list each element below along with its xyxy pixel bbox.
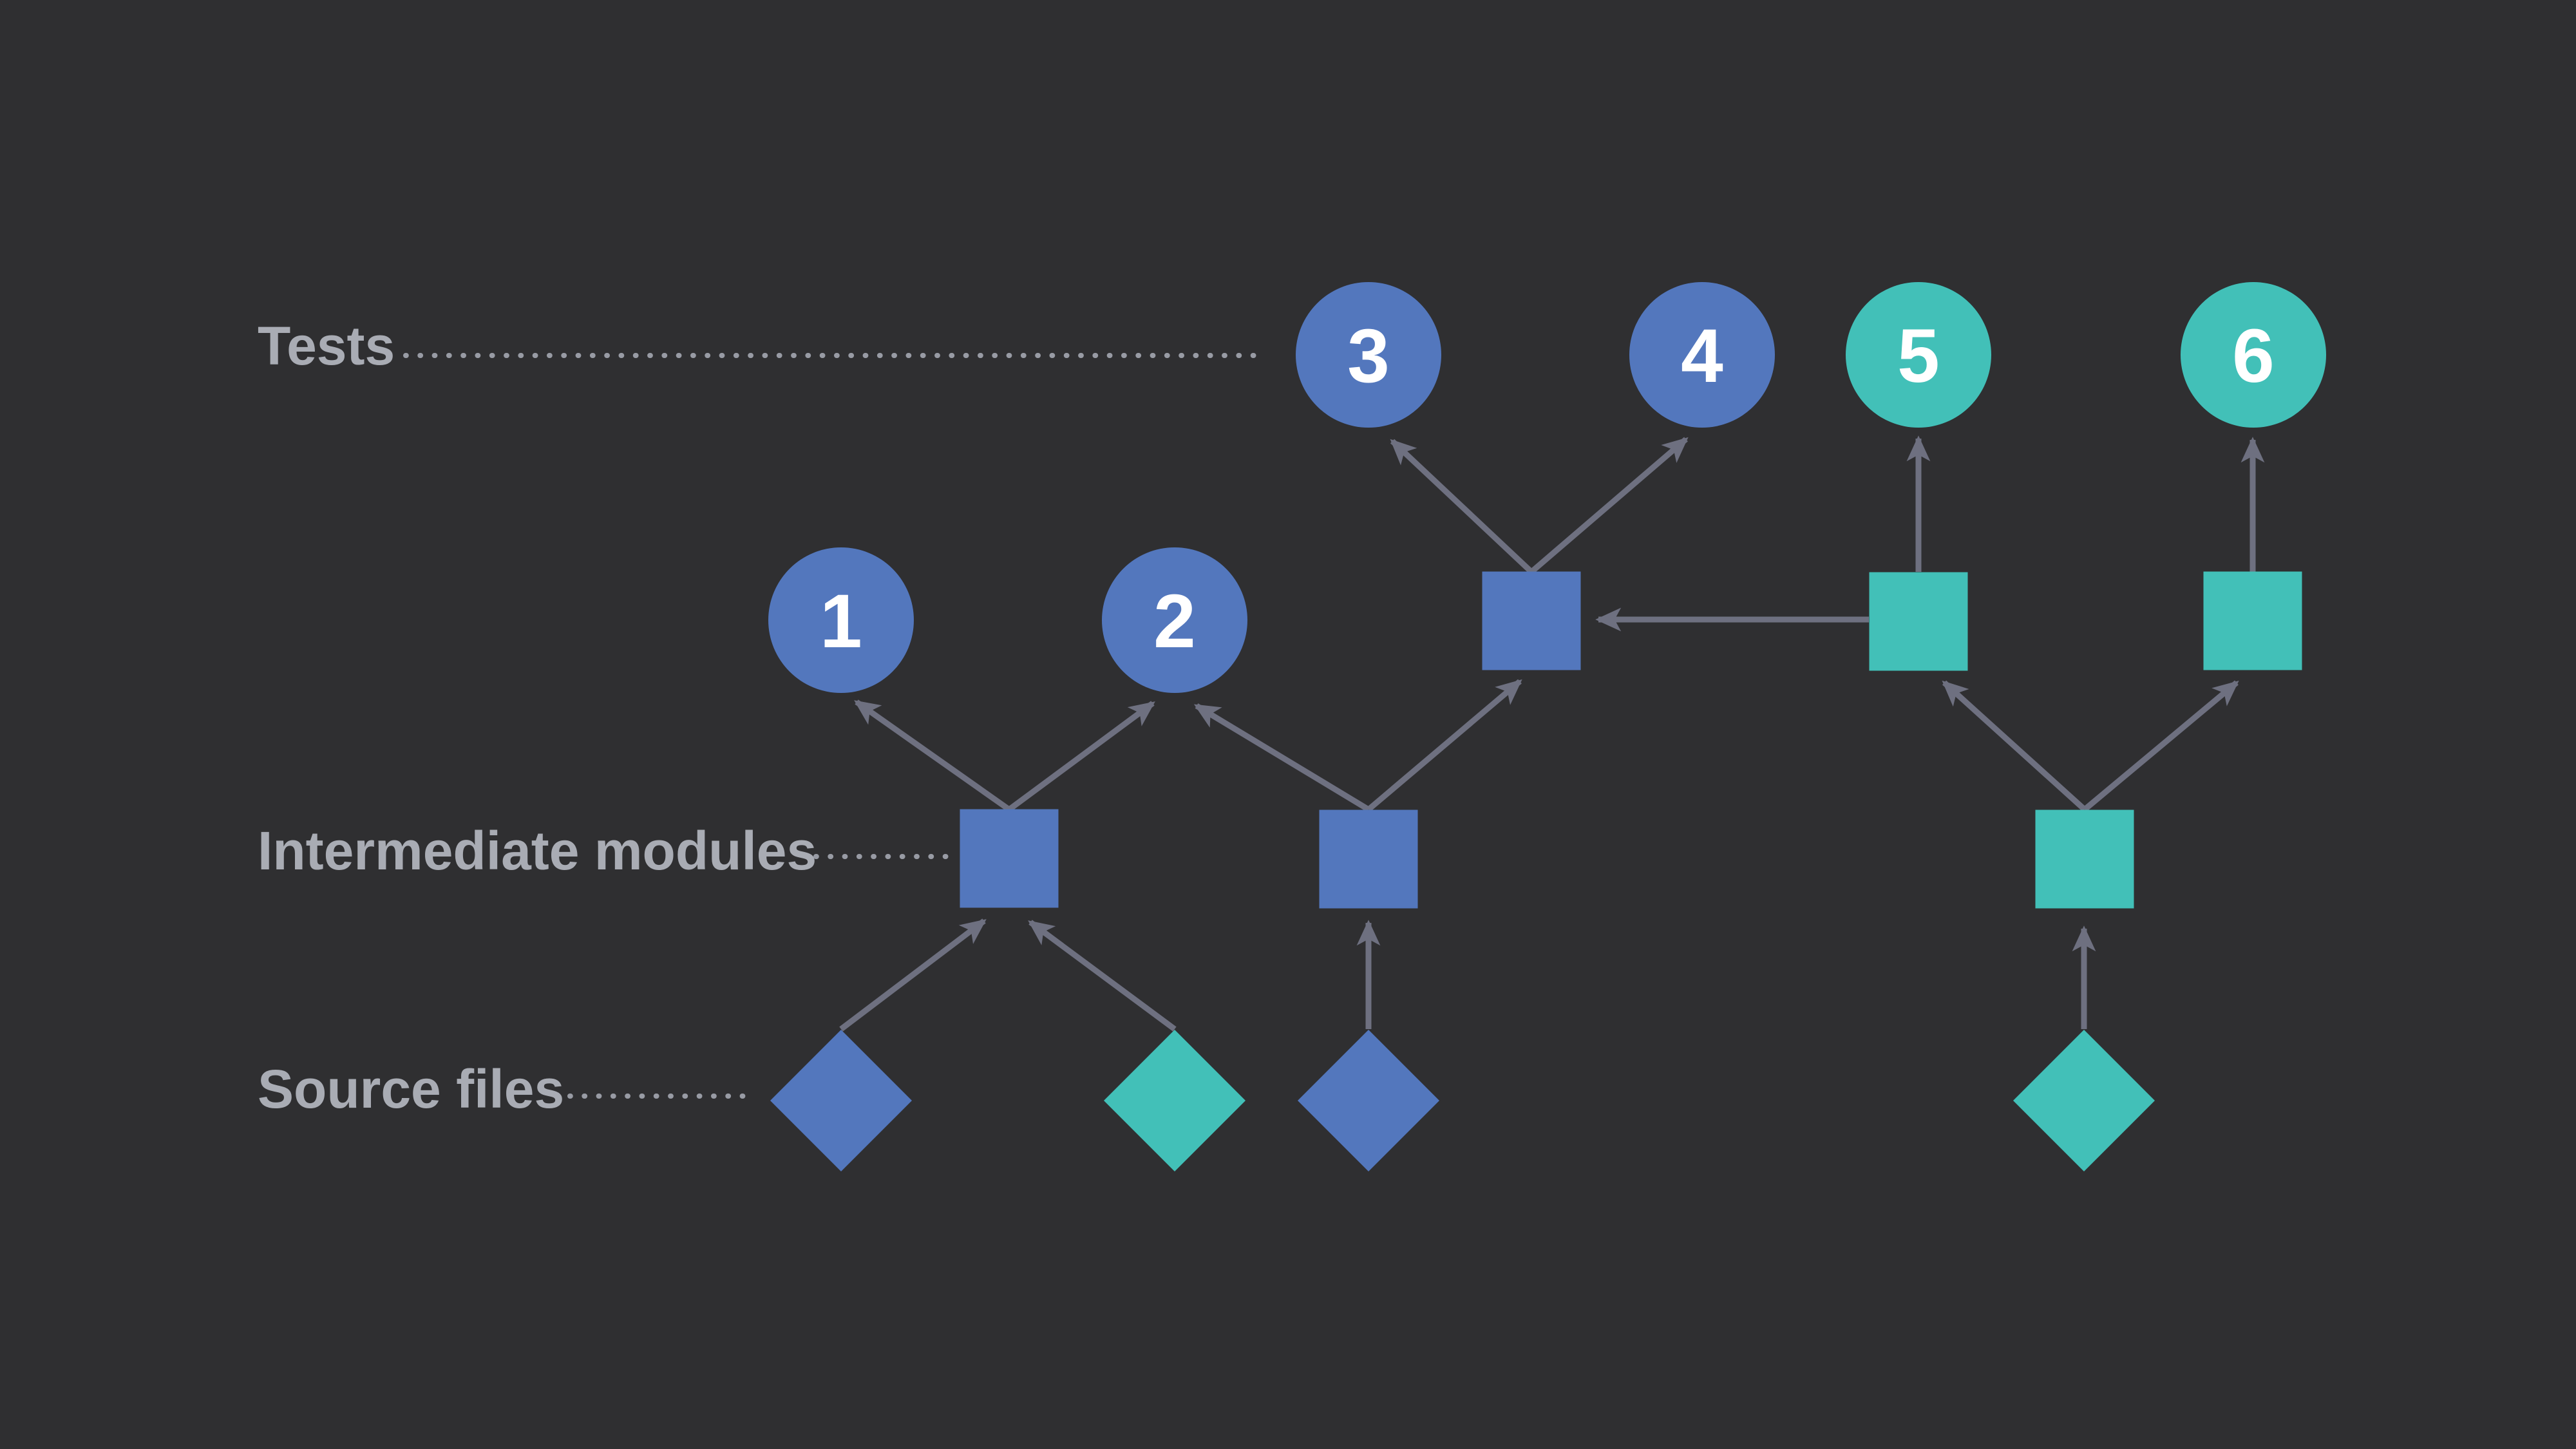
dependency-arrow-mid3-to-modtop3 xyxy=(2083,680,2239,812)
module-mid-1-node xyxy=(960,809,1059,908)
row-label-intermediate-modules: Intermediate modules xyxy=(258,820,817,881)
test-4-node: 4 xyxy=(1629,282,1775,428)
test-number: 4 xyxy=(1681,314,1723,399)
dependency-arrow-src1-to-mid1 xyxy=(839,918,987,1032)
test-circle xyxy=(2181,282,2326,428)
test-circle xyxy=(768,547,914,693)
module-top-2-node xyxy=(1869,572,1968,671)
module-mid-3-node xyxy=(2035,810,2134,909)
test-number: 1 xyxy=(820,579,862,664)
module-square xyxy=(1319,810,1418,909)
dependency-arrow-src2-to-mid1 xyxy=(1028,920,1177,1032)
test-circle xyxy=(1629,282,1775,428)
test-number: 5 xyxy=(1897,314,1940,399)
module-square xyxy=(2203,571,2302,670)
test-6-node: 6 xyxy=(2181,282,2326,428)
test-3-node: 3 xyxy=(1296,282,1441,428)
test-number: 3 xyxy=(1347,314,1390,399)
test-number: 6 xyxy=(2232,314,2275,399)
module-top-3-node xyxy=(2203,571,2302,670)
test-number: 2 xyxy=(1153,579,1196,664)
source-3-node xyxy=(1298,1030,1439,1171)
module-square xyxy=(1869,572,1968,671)
row-label-tests: Tests xyxy=(258,316,395,376)
source-diamond xyxy=(770,1030,912,1171)
dependency-arrow-mid1-to-test2 xyxy=(1007,701,1155,812)
dependency-arrow-mid1-to-test1 xyxy=(854,699,1011,812)
test-1-node: 1 xyxy=(768,547,914,693)
source-diamond xyxy=(1104,1030,1245,1171)
test-2-node: 2 xyxy=(1102,547,1247,693)
module-square xyxy=(1482,571,1581,670)
dependency-arrow-mid3-to-modtop2 xyxy=(1942,680,2087,812)
test-circle xyxy=(1296,282,1441,428)
module-square xyxy=(960,809,1059,908)
module-mid-2-node xyxy=(1319,810,1418,909)
dependency-arrow-mid2-to-modtop1 xyxy=(1367,679,1522,812)
dependency-arrow-modtop1-to-test3 xyxy=(1390,439,1534,574)
module-square xyxy=(2035,810,2134,909)
dependency-arrow-modtop1-to-test4 xyxy=(1530,437,1689,574)
test-circle xyxy=(1102,547,1247,693)
source-1-node xyxy=(770,1030,912,1171)
source-2-node xyxy=(1104,1030,1245,1171)
edges-layer xyxy=(839,435,2265,1032)
test-circle xyxy=(1846,282,1991,428)
source-4-node xyxy=(2013,1030,2155,1171)
dependency-arrow-mid2-to-test2 xyxy=(1193,703,1370,812)
nodes-layer: 1 2 3 4 5 6 xyxy=(768,282,2326,1171)
row-label-source-files: Source files xyxy=(258,1059,564,1119)
test-5-node: 5 xyxy=(1846,282,1991,428)
source-diamond xyxy=(2013,1030,2155,1171)
source-diamond xyxy=(1298,1030,1439,1171)
module-top-1-node xyxy=(1482,571,1581,670)
